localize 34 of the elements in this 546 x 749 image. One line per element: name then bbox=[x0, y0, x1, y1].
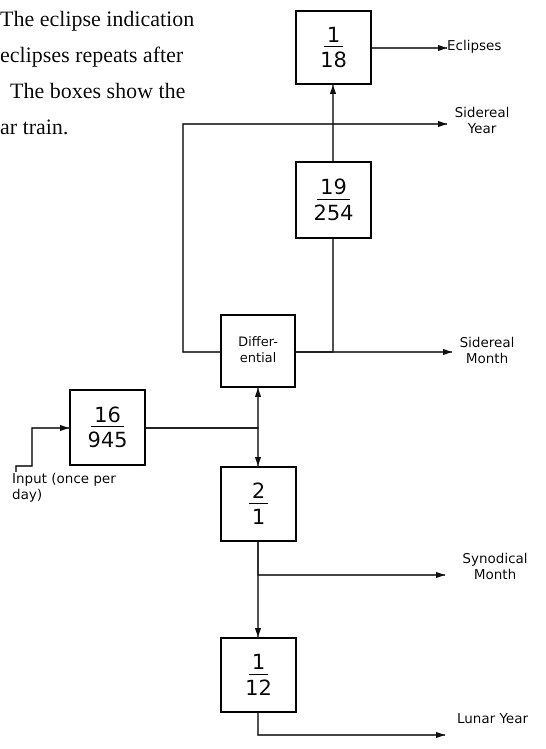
connector-arrow bbox=[182, 120, 447, 353]
ratio-numerator: 16 bbox=[91, 404, 124, 427]
description-text: ar train. bbox=[0, 114, 68, 140]
ratio-numerator: 19 bbox=[317, 176, 350, 200]
ratio-denominator: 254 bbox=[312, 202, 355, 224]
output-label-text: Sidereal Month bbox=[458, 336, 516, 368]
box-label: Differ- ential bbox=[237, 334, 279, 368]
description-text: The eclipse indication bbox=[0, 6, 194, 32]
connector-arrow bbox=[330, 85, 336, 161]
ratio-denominator: 945 bbox=[86, 429, 129, 452]
gear-ratio-box bbox=[295, 161, 372, 239]
connector-arrow bbox=[372, 44, 447, 52]
gear-ratio-box bbox=[69, 389, 146, 466]
connector-arrow bbox=[257, 713, 445, 738]
output-label-text: Input (once per day) bbox=[12, 472, 117, 504]
description-text: eclipses repeats after bbox=[0, 42, 184, 68]
connector-arrow bbox=[15, 424, 69, 472]
ratio-numerator: 2 bbox=[248, 480, 268, 504]
connector-arrow bbox=[257, 542, 445, 578]
ratio-denominator: 1 bbox=[250, 506, 266, 528]
ratio-numerator: 1 bbox=[248, 651, 268, 674]
connector-arrow bbox=[146, 427, 262, 466]
ratio-denominator: 12 bbox=[244, 676, 273, 699]
gear-ratio-box bbox=[220, 637, 297, 713]
gear-ratio-box bbox=[295, 10, 372, 85]
ratio-denominator: 18 bbox=[319, 49, 348, 72]
gear-ratio-box bbox=[220, 466, 297, 542]
output-label-text: Lunar Year bbox=[456, 712, 530, 728]
output-label-text: Synodical Month bbox=[461, 552, 529, 584]
description-text: The boxes show the bbox=[10, 78, 186, 104]
output-label-text: Sidereal Year bbox=[454, 106, 510, 138]
output-label-text: Eclipses bbox=[447, 39, 502, 55]
differential-box bbox=[220, 314, 296, 388]
ratio-numerator: 1 bbox=[324, 24, 344, 47]
